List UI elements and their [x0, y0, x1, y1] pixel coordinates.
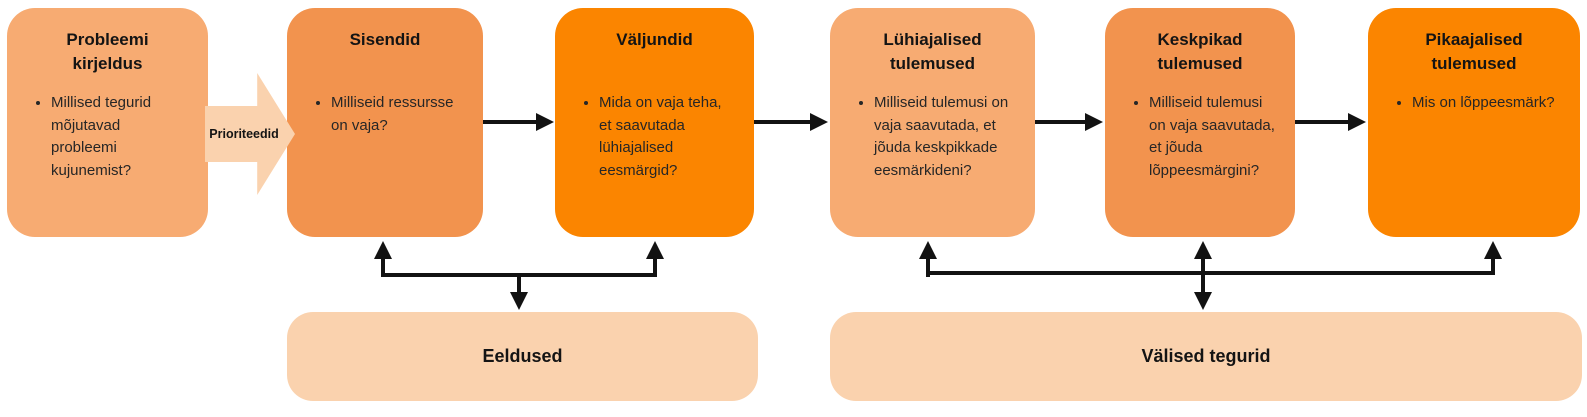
box-bullet: Mis on lõppeesmärk? [1412, 92, 1562, 115]
box-title: Väljundid [616, 30, 693, 49]
box-title: Sisendid [349, 30, 421, 49]
box-bullet: Milliseid ressursse on vaja? [331, 92, 465, 137]
box-bullet-list: Milliseid ressursse on vaja? [299, 92, 471, 137]
bottom-box-label: Välised tegurid [1141, 346, 1271, 366]
box-bullet: Milliseid tulemusi on vaja saavutada, et… [1149, 92, 1277, 182]
box-pikaajalised-tulemused: Pikaajalised tulemused Mis on lõppeesmär… [1368, 8, 1580, 237]
block-arrow-label: Prioriteedid [209, 127, 279, 141]
box-title: Probleemi kirjeldus [66, 30, 149, 73]
box-bullet-list: Milliseid tulemusi on vaja saavutada, et… [1117, 92, 1283, 182]
box-bullet-list: Mida on vaja teha, et saavutada lühiajal… [567, 92, 742, 182]
box-sisendid: Sisendid Milliseid ressursse on vaja? [287, 8, 483, 237]
box-bullet: Milliseid tulemusi on vaja saavutada, et… [874, 92, 1017, 182]
box-luhiajalised-tulemused: Lühiajalised tulemused Milliseid tulemus… [830, 8, 1035, 237]
box-bullet: Millised tegurid mõjutavad probleemi kuj… [51, 92, 190, 182]
box-bullet-list: Milliseid tulemusi on vaja saavutada, et… [842, 92, 1023, 182]
box-valjundid: Väljundid Mida on vaja teha, et saavutad… [555, 8, 754, 237]
box-bullet: Mida on vaja teha, et saavutada lühiajal… [599, 92, 736, 182]
box-bullet-list: Millised tegurid mõjutavad probleemi kuj… [19, 92, 196, 182]
box-title: Keskpikad tulemused [1157, 30, 1243, 73]
box-bullet-list: Mis on lõppeesmärk? [1380, 92, 1568, 115]
box-keskpikad-tulemused: Keskpikad tulemused Milliseid tulemusi o… [1105, 8, 1295, 237]
bottom-box-label: Eeldused [482, 346, 563, 366]
box-probleemi-kirjeldus: Probleemi kirjeldus Millised tegurid mõj… [7, 8, 208, 237]
box-eeldused: Eeldused [287, 312, 758, 401]
box-valised-tegurid: Välised tegurid [830, 312, 1582, 401]
box-title: Pikaajalised tulemused [1425, 30, 1523, 73]
box-title: Lühiajalised tulemused [883, 30, 982, 73]
